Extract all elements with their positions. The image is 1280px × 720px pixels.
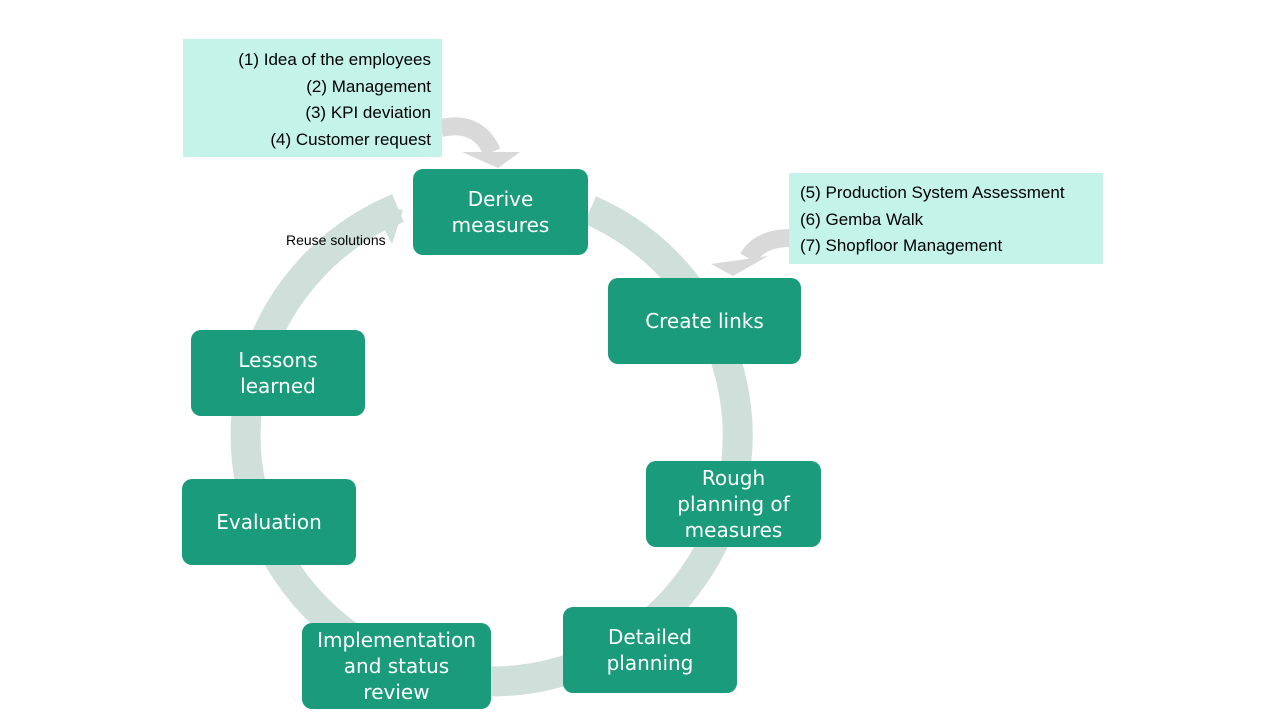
assessments-input-arrowhead xyxy=(711,256,768,276)
step-lessons-learned: Lessons learned xyxy=(191,330,365,416)
assessment-item: (6) Gemba Walk xyxy=(800,209,924,229)
step-detailed-planning: Detailed planning xyxy=(563,607,737,693)
source-item: (4) Customer request xyxy=(270,129,431,149)
source-item: (1) Idea of the employees xyxy=(238,50,431,69)
source-item: (3) KPI deviation xyxy=(305,103,431,122)
sources-input-arrowhead xyxy=(462,152,520,168)
sources-input-arrow xyxy=(439,117,501,157)
step-create-links: Create links xyxy=(608,278,801,364)
reuse-solutions-label: Reuse solutions xyxy=(286,232,386,248)
assessment-item: (7) Shopfloor Management xyxy=(800,236,1003,255)
assessment-item: (5) Production System Assessment xyxy=(800,183,1065,202)
step-evaluation: Evaluation xyxy=(182,479,356,565)
cycle-arrowhead xyxy=(371,204,403,244)
step-implementation-review: Implementation and status review xyxy=(302,623,491,709)
input-sources-box: (1) Idea of the employees (2) Management… xyxy=(183,39,442,157)
source-item: (2) Management xyxy=(306,76,431,96)
step-rough-planning: Rough planning of measures xyxy=(646,461,821,547)
step-derive-measures: Derive measures xyxy=(413,169,588,255)
assessments-input-arrow xyxy=(740,229,791,264)
assessment-sources-box: (5) Production System Assessment (6) Gem… xyxy=(789,173,1103,264)
